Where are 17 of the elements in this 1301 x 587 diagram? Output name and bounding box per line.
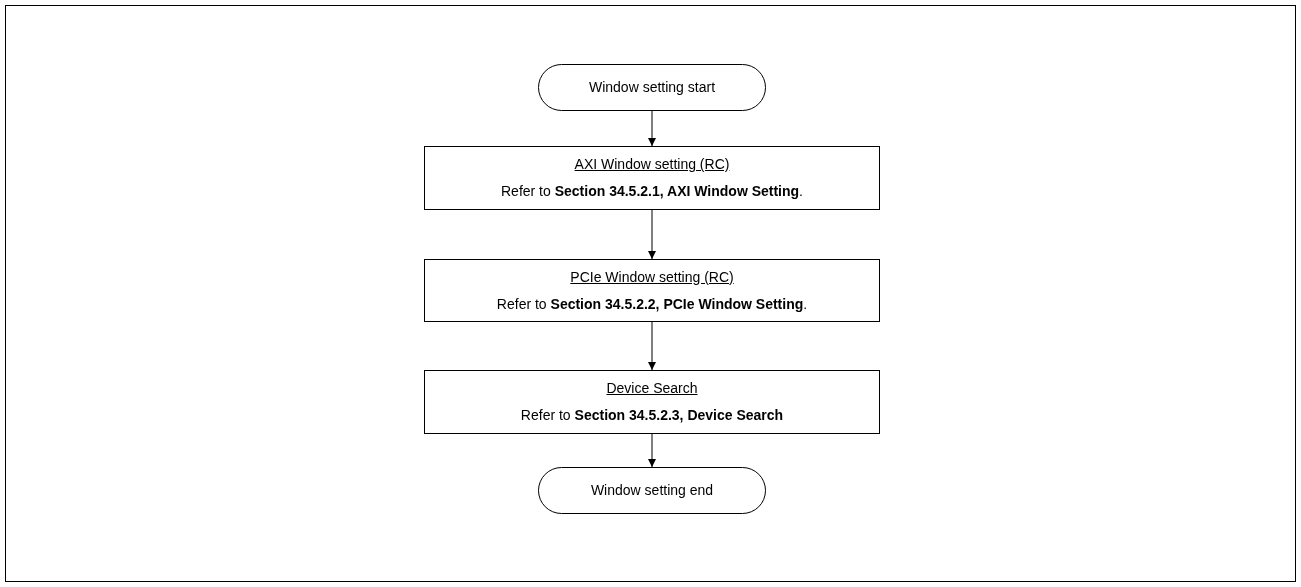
step-heading: PCIe Window setting (RC): [570, 267, 734, 287]
step-heading: AXI Window setting (RC): [574, 155, 730, 174]
process-box: [424, 146, 880, 210]
step-heading: Device Search: [606, 379, 698, 398]
arrow: [648, 321, 656, 371]
arrow: [648, 110, 656, 147]
terminal-label: Window setting start: [588, 78, 716, 97]
step-reference: Refer to Section 34.5.2.2, PCIe Window Setting.: [496, 294, 808, 314]
terminal-box: [538, 467, 766, 514]
terminal-label: Window setting end: [590, 481, 714, 500]
terminal-box: [538, 64, 766, 111]
step-reference: Refer to Section 34.5.2.3, Device Search: [520, 406, 784, 425]
process-box: [424, 259, 880, 322]
arrow: [648, 433, 656, 468]
process-box: [424, 370, 880, 434]
arrow: [648, 209, 656, 260]
step-reference: Refer to Section 34.5.2.1, AXI Window Setting.: [501, 182, 803, 201]
